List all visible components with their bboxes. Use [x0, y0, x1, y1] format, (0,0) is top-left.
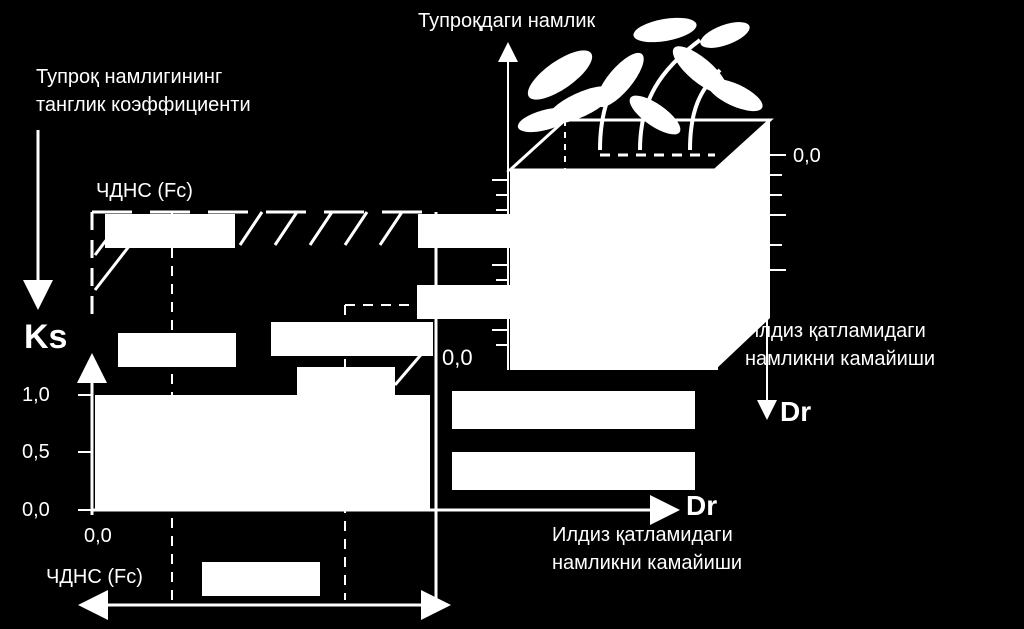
ytick-05: 0,5	[22, 441, 50, 463]
ks-y-ticks	[78, 394, 92, 511]
fc-bottom-label: ЧДНС (Fc)	[46, 566, 143, 588]
dr-right-label: Dr	[780, 396, 812, 427]
redaction-box-7	[297, 367, 395, 399]
root-depletion-bottom-line2: намликни камайиши	[552, 552, 743, 574]
zero-origin: 0,0	[84, 525, 112, 547]
redaction-box-3	[417, 285, 717, 319]
top-axis-label: Тупроқдаги намлик	[418, 10, 596, 32]
redaction-box-4	[118, 333, 236, 367]
redaction-box-5	[271, 322, 433, 356]
redaction-box-2	[418, 214, 548, 248]
ytick-0: 0,0	[22, 499, 50, 521]
ytick-1: 1,0	[22, 384, 50, 406]
ks-label: Ks	[24, 318, 68, 356]
root-depletion-right-line1: Илдиз қатламидаги	[745, 320, 926, 342]
plant-illustration	[517, 17, 763, 151]
depth-axis-ticks	[770, 154, 786, 271]
left-axis-label-line1: Тупроқ намлигининг	[36, 66, 223, 88]
box-left-ticks	[492, 179, 508, 346]
soil-volume-box	[506, 118, 774, 370]
redaction-box-10	[202, 562, 320, 596]
zero-right-top: 0,0	[793, 145, 821, 167]
root-depletion-right-line2: намликни камайиши	[745, 348, 936, 370]
left-axis-label-line2: танглик коэффициенти	[36, 94, 251, 116]
fc-hatched-band	[90, 210, 440, 386]
ks-plateau-region	[95, 395, 430, 510]
root-depletion-bottom-line1: Илдиз қатламидаги	[552, 524, 733, 546]
zero-mid: 0,0	[442, 345, 473, 370]
redaction-box-1	[105, 214, 235, 248]
redaction-box-6	[513, 338, 718, 370]
redaction-box-8	[452, 391, 695, 429]
dr-bottom-label: Dr	[686, 490, 718, 521]
redaction-box-9	[452, 452, 695, 490]
fc-top-label: ЧДНС (Fc)	[96, 180, 193, 202]
